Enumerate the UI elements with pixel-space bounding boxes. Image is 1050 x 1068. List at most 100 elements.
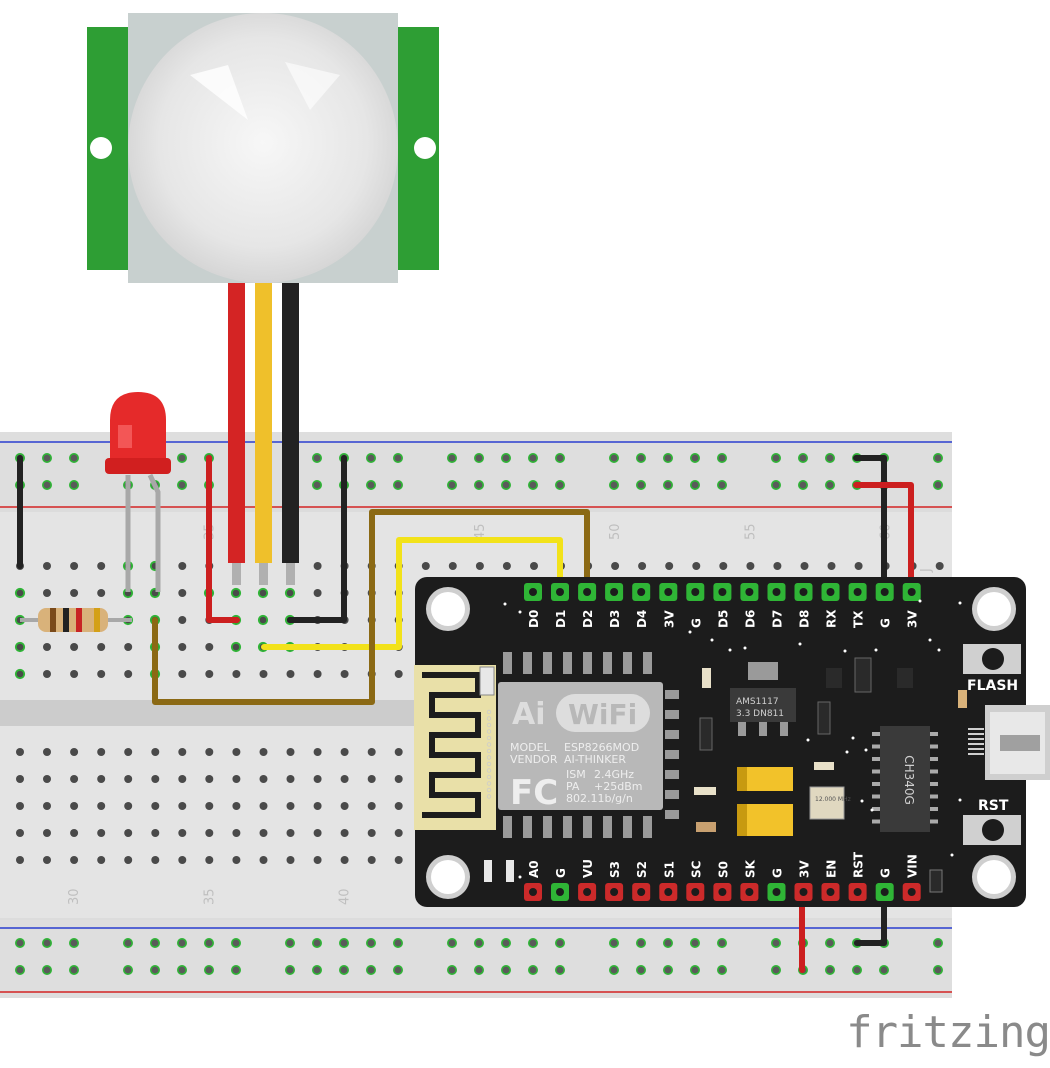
breadboard-hole[interactable] xyxy=(827,562,836,570)
breadboard-hole[interactable] xyxy=(286,589,295,597)
breadboard-hole[interactable] xyxy=(286,670,295,678)
rail-hole[interactable] xyxy=(555,965,565,975)
breadboard-hole[interactable] xyxy=(394,856,403,864)
breadboard-hole[interactable] xyxy=(70,775,79,783)
pin-rst[interactable]: RST xyxy=(848,851,867,901)
rail-hole[interactable] xyxy=(447,480,457,490)
rail-hole[interactable] xyxy=(312,965,322,975)
breadboard-hole[interactable] xyxy=(43,748,51,756)
breadboard-hole[interactable] xyxy=(448,562,457,570)
breadboard-hole[interactable] xyxy=(313,670,322,678)
breadboard-hole[interactable] xyxy=(205,802,214,810)
rail-hole[interactable] xyxy=(474,480,484,490)
breadboard-hole[interactable] xyxy=(70,802,79,810)
rail-hole[interactable] xyxy=(366,965,376,975)
rail-hole[interactable] xyxy=(636,965,646,975)
breadboard-hole[interactable] xyxy=(313,748,322,756)
rail-hole[interactable] xyxy=(636,453,646,463)
breadboard-hole[interactable] xyxy=(340,670,349,678)
breadboard-hole[interactable] xyxy=(232,670,241,678)
rail-hole[interactable] xyxy=(879,965,889,975)
rail-hole[interactable] xyxy=(609,938,619,948)
rail-hole[interactable] xyxy=(933,480,943,490)
rail-hole[interactable] xyxy=(636,938,646,948)
breadboard-hole[interactable] xyxy=(70,829,79,837)
breadboard-hole[interactable] xyxy=(232,643,241,651)
breadboard-hole[interactable] xyxy=(286,829,295,837)
pin-sk[interactable]: SK xyxy=(740,859,759,901)
rail-hole[interactable] xyxy=(42,480,52,490)
breadboard-hole[interactable] xyxy=(178,562,187,570)
pin-3v[interactable]: 3V xyxy=(794,860,813,901)
breadboard-hole[interactable] xyxy=(313,856,322,864)
rail-hole[interactable] xyxy=(312,938,322,948)
breadboard-hole[interactable] xyxy=(97,829,106,837)
pin-d1[interactable]: D1 xyxy=(551,583,569,628)
breadboard-hole[interactable] xyxy=(124,643,133,651)
rail-hole[interactable] xyxy=(42,453,52,463)
breadboard-hole[interactable] xyxy=(124,802,133,810)
rail-hole[interactable] xyxy=(42,938,52,948)
rail-hole[interactable] xyxy=(933,965,943,975)
rail-hole[interactable] xyxy=(366,938,376,948)
rail-hole[interactable] xyxy=(528,480,538,490)
breadboard-hole[interactable] xyxy=(178,589,187,597)
rail-hole[interactable] xyxy=(69,965,79,975)
rail-hole[interactable] xyxy=(663,938,673,948)
rail-hole[interactable] xyxy=(474,965,484,975)
breadboard-hole[interactable] xyxy=(340,829,349,837)
rail-hole[interactable] xyxy=(285,938,295,948)
breadboard-hole[interactable] xyxy=(178,643,187,651)
pin-d5[interactable]: D5 xyxy=(713,583,732,628)
breadboard-hole[interactable] xyxy=(259,856,268,864)
breadboard-hole[interactable] xyxy=(151,829,160,837)
pin-rx[interactable]: RX xyxy=(821,583,840,628)
breadboard-hole[interactable] xyxy=(97,589,106,597)
breadboard-hole[interactable] xyxy=(70,643,79,651)
breadboard-hole[interactable] xyxy=(475,562,484,570)
breadboard-hole[interactable] xyxy=(205,775,214,783)
breadboard-hole[interactable] xyxy=(502,562,511,570)
rail-hole[interactable] xyxy=(339,938,349,948)
rail-hole[interactable] xyxy=(366,453,376,463)
rail-hole[interactable] xyxy=(312,480,322,490)
breadboard-hole[interactable] xyxy=(205,643,214,651)
rail-hole[interactable] xyxy=(204,965,214,975)
breadboard-hole[interactable] xyxy=(340,775,349,783)
breadboard-hole[interactable] xyxy=(665,562,674,570)
rail-hole[interactable] xyxy=(717,965,727,975)
breadboard-hole[interactable] xyxy=(313,562,322,570)
rail-hole[interactable] xyxy=(123,965,133,975)
pin-a0[interactable]: A0 xyxy=(524,860,542,901)
rail-hole[interactable] xyxy=(609,453,619,463)
rail-hole[interactable] xyxy=(15,965,25,975)
rail-hole[interactable] xyxy=(555,938,565,948)
pin-s3[interactable]: S3 xyxy=(605,861,624,901)
rail-hole[interactable] xyxy=(771,938,781,948)
breadboard-hole[interactable] xyxy=(313,829,322,837)
rail-hole[interactable] xyxy=(555,453,565,463)
breadboard-hole[interactable] xyxy=(340,856,349,864)
rail-hole[interactable] xyxy=(771,453,781,463)
breadboard-hole[interactable] xyxy=(16,670,24,678)
breadboard-hole[interactable] xyxy=(286,775,295,783)
rail-hole[interactable] xyxy=(690,453,700,463)
pin-s0[interactable]: S0 xyxy=(713,861,732,901)
pin-d0[interactable]: D0 xyxy=(524,583,542,628)
pin-d6[interactable]: D6 xyxy=(740,583,759,628)
breadboard-hole[interactable] xyxy=(205,670,214,678)
rail-hole[interactable] xyxy=(609,965,619,975)
breadboard-hole[interactable] xyxy=(124,670,133,678)
rail-hole[interactable] xyxy=(177,480,187,490)
breadboard-hole[interactable] xyxy=(151,802,160,810)
rail-hole[interactable] xyxy=(528,938,538,948)
rail-hole[interactable] xyxy=(690,480,700,490)
pin-g[interactable]: G xyxy=(767,868,786,901)
pin-en[interactable]: EN xyxy=(821,860,840,901)
rail-hole[interactable] xyxy=(15,938,25,948)
rail-hole[interactable] xyxy=(393,938,403,948)
rail-hole[interactable] xyxy=(528,453,538,463)
breadboard-hole[interactable] xyxy=(935,562,944,570)
pin-d2[interactable]: D2 xyxy=(578,583,597,628)
pin-g[interactable]: G xyxy=(875,583,894,628)
